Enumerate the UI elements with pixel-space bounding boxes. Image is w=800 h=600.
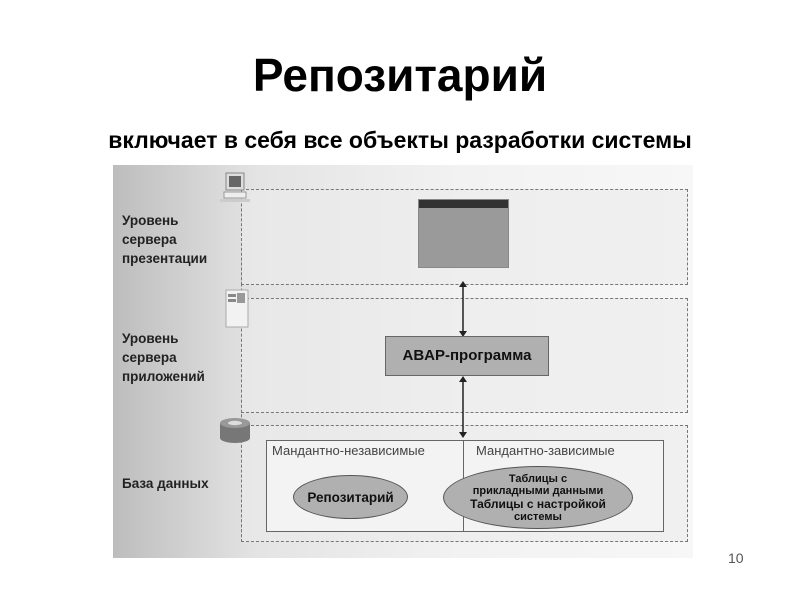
client-independent-header: Мандантно-независимые — [272, 443, 425, 458]
presentation-layer-label: Уровень сервера презентации — [122, 211, 207, 268]
tables-ellipse: Таблицы с прикладными данными Таблицы с … — [443, 466, 633, 529]
label-line: Уровень — [122, 331, 179, 346]
label-line: презентации — [122, 251, 208, 266]
abap-program-box: ABAP-программа — [385, 336, 549, 376]
label-line: Уровень — [122, 213, 179, 228]
window-titlebar — [419, 200, 508, 208]
slide-subtitle: включает в себя все объекты разработки с… — [108, 127, 692, 153]
label-line: сервера — [122, 232, 177, 247]
client-dependent-header: Мандантно-зависимые — [476, 443, 615, 458]
arrow-presentation-application — [459, 281, 467, 337]
tables-line: системы — [514, 510, 562, 523]
label-line: приложений — [122, 369, 205, 384]
repository-label: Репозитарий — [307, 489, 394, 505]
tables-line: прикладными данными — [472, 484, 604, 497]
page-number: 10 — [728, 550, 744, 566]
tables-line: Таблицы с настройкой — [470, 496, 606, 511]
database-icon — [220, 418, 250, 443]
repository-ellipse: Репозитарий — [293, 475, 408, 519]
application-layer-label: Уровень сервера приложений — [122, 329, 205, 386]
arrow-application-database — [459, 376, 467, 438]
database-layer-label: База данных — [122, 474, 209, 493]
presentation-window-graphic — [418, 199, 509, 268]
label-line: База данных — [122, 476, 209, 491]
connection-arrows — [459, 281, 467, 438]
computer-icon — [220, 172, 250, 202]
label-line: сервера — [122, 350, 177, 365]
slide-title: Репозитарий — [252, 49, 548, 101]
tables-line: Таблицы с — [508, 472, 568, 485]
server-icon — [225, 289, 249, 328]
